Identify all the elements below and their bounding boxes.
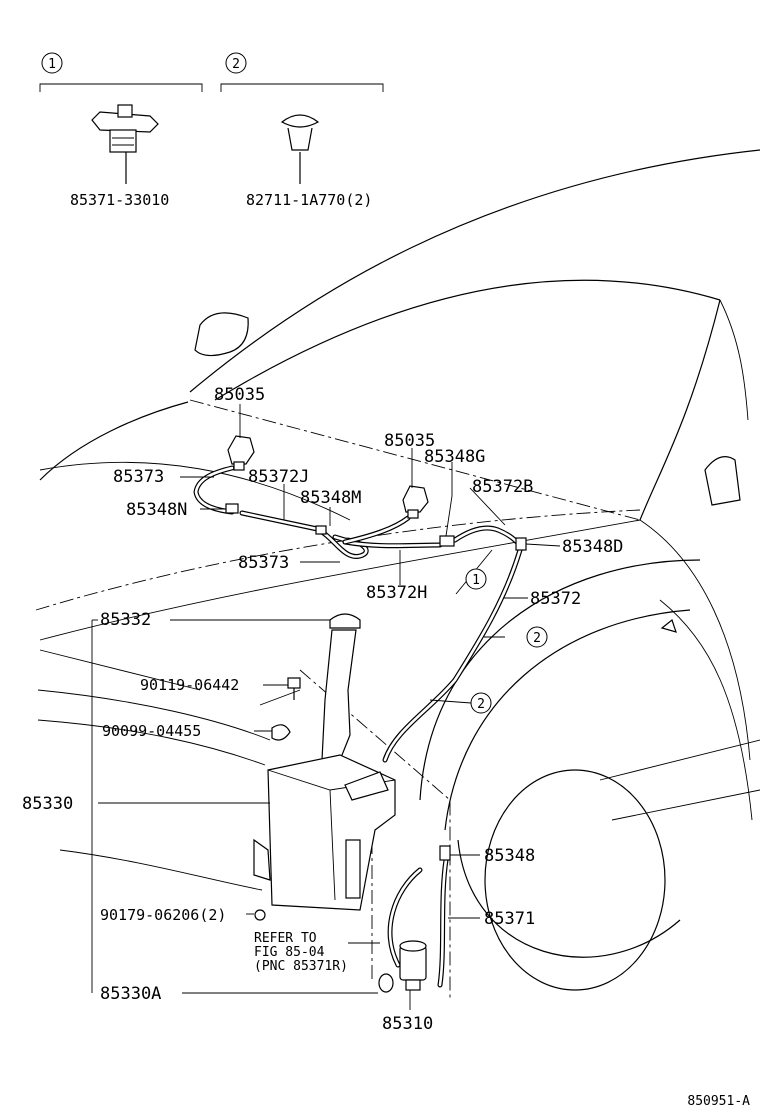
callout-marker-1: 1	[472, 573, 480, 588]
bolt-90119-icon	[287, 677, 301, 700]
label-joint-85348M: 85348M	[300, 488, 361, 508]
label-joint-85348D: 85348D	[562, 537, 623, 557]
label-hose-85372B: 85372B	[472, 477, 533, 497]
label-nut-90179: 90179-06206(2)	[100, 906, 226, 924]
nozzle-left-icon	[227, 435, 255, 471]
joint-85348D-icon	[515, 537, 527, 551]
grommet-85330A-icon	[378, 973, 394, 993]
variant-1-marker: 1	[48, 57, 56, 72]
clip-icon	[280, 114, 320, 184]
label-hose-85373-bottom: 85373	[238, 553, 289, 573]
variant-2-marker: 2	[232, 57, 240, 72]
variant-2-bracket	[220, 83, 384, 92]
callout-marker-2a: 2	[533, 631, 541, 646]
callout-circle-2a	[526, 626, 548, 648]
variant-1-group: 1 85371-33010	[39, 52, 203, 209]
reference-note-line-1: REFER TO	[254, 931, 317, 946]
label-hose-85372J: 85372J	[248, 467, 309, 487]
label-joint-85348N: 85348N	[126, 500, 187, 520]
car-body-outline	[35, 149, 760, 1000]
leader-lines	[91, 404, 561, 1010]
variant-1-marker-circle	[41, 52, 63, 74]
callout-circle-1	[465, 568, 487, 590]
joint-85348G-icon	[439, 535, 455, 547]
variant-2-group: 2 82711-1A770(2)	[220, 52, 384, 209]
figure-code: 850951-A	[687, 1094, 750, 1109]
variant-2-part-number: 82711-1A770(2)	[246, 191, 372, 209]
callout-circle-2b	[470, 692, 492, 714]
variant-1-bracket	[39, 83, 203, 92]
joint-85348-icon	[439, 845, 451, 861]
label-hose-85371: 85371	[484, 909, 535, 929]
joint-85348N-icon	[225, 503, 239, 514]
label-tank-85330: 85330	[22, 794, 73, 814]
variant-2-marker-circle	[225, 52, 247, 74]
joint-85348M-icon	[315, 525, 327, 535]
label-joint-85348G: 85348G	[424, 447, 485, 467]
variant-1-part-number: 85371-33010	[70, 191, 169, 209]
label-bolt-90119: 90119-06442	[140, 676, 239, 694]
nozzle-bracket-icon	[91, 104, 159, 184]
washer-motor-icon	[399, 940, 427, 991]
label-nozzle-left: 85035	[214, 385, 265, 405]
label-joint-85348: 85348	[484, 846, 535, 866]
reference-note-line-3: (PNC 85371R)	[254, 959, 348, 974]
label-hose-85372: 85372	[530, 589, 581, 609]
label-hose-85373-top: 85373	[113, 467, 164, 487]
label-cap-85332: 85332	[100, 610, 151, 630]
clip-90099-icon	[271, 724, 291, 741]
label-nozzle-right: 85035	[384, 431, 435, 451]
reference-note-line-2: FIG 85-04	[254, 945, 325, 960]
nozzle-right-icon	[402, 485, 429, 519]
label-assy-85330A: 85330A	[100, 984, 161, 1004]
label-hose-85372H: 85372H	[366, 583, 427, 603]
label-motor-85310: 85310	[382, 1014, 433, 1034]
washer-tank-icon	[253, 613, 396, 921]
callout-marker-2b: 2	[477, 697, 485, 712]
label-clip-90099: 90099-04455	[102, 722, 201, 740]
